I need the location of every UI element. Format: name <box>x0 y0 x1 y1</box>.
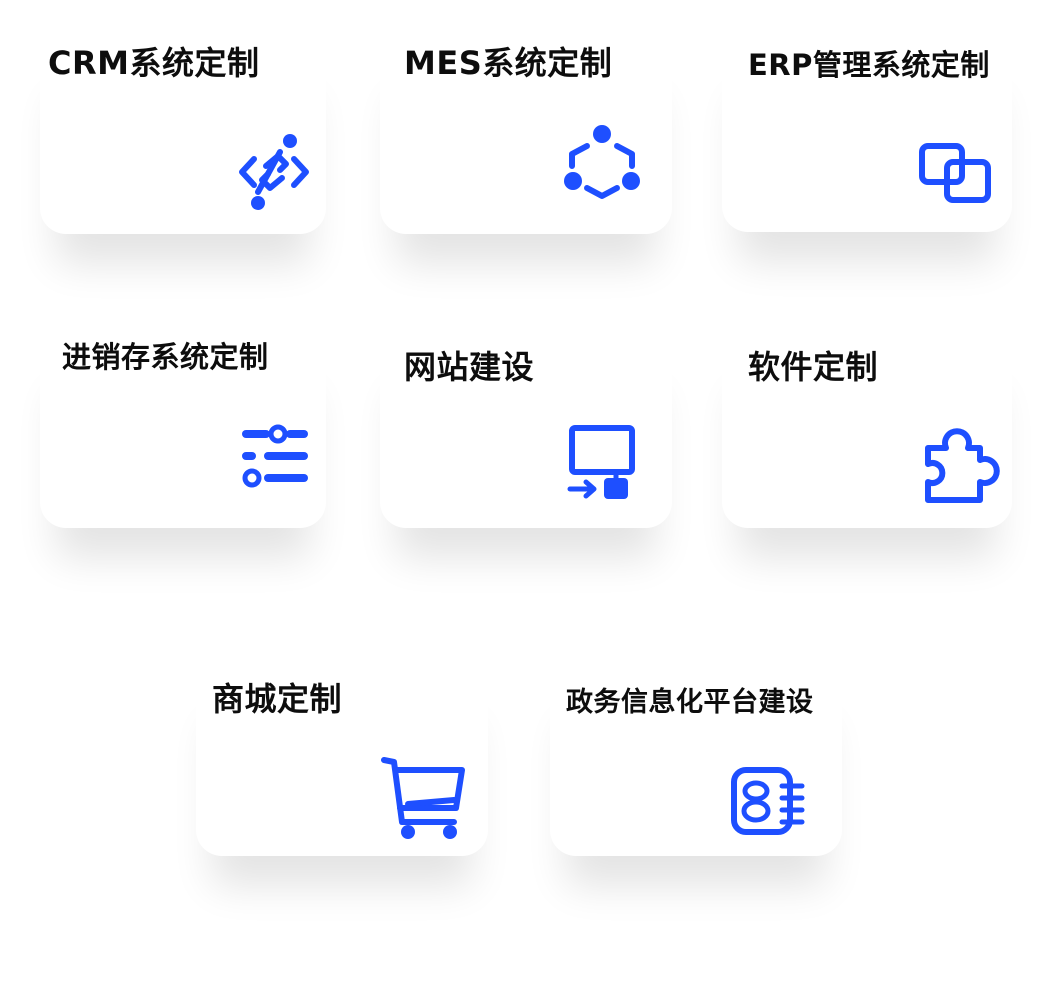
monitor-icon <box>566 422 638 502</box>
service-title-website: 网站建设 <box>404 348 535 386</box>
sliders-icon <box>238 424 310 490</box>
service-card-mes[interactable] <box>380 36 672 234</box>
service-title-mall: 商城定制 <box>212 680 343 718</box>
overlapping-squares-icon <box>918 142 992 204</box>
service-title-government: 政务信息化平台建设 <box>566 687 814 718</box>
service-title-erp: ERP管理系统定制 <box>748 48 990 82</box>
service-title-crm: CRM系统定制 <box>48 44 260 82</box>
service-title-inventory: 进销存系统定制 <box>62 340 269 374</box>
service-card-crm[interactable] <box>40 36 326 234</box>
document-icon <box>728 764 808 838</box>
service-title-mes: MES系统定制 <box>404 44 613 82</box>
network-nodes-icon <box>562 122 642 202</box>
code-link-icon <box>236 132 312 212</box>
service-card-software[interactable] <box>722 330 1012 528</box>
shopping-cart-icon <box>380 754 470 840</box>
service-title-software: 软件定制 <box>748 348 879 386</box>
puzzle-piece-icon <box>922 424 1006 506</box>
